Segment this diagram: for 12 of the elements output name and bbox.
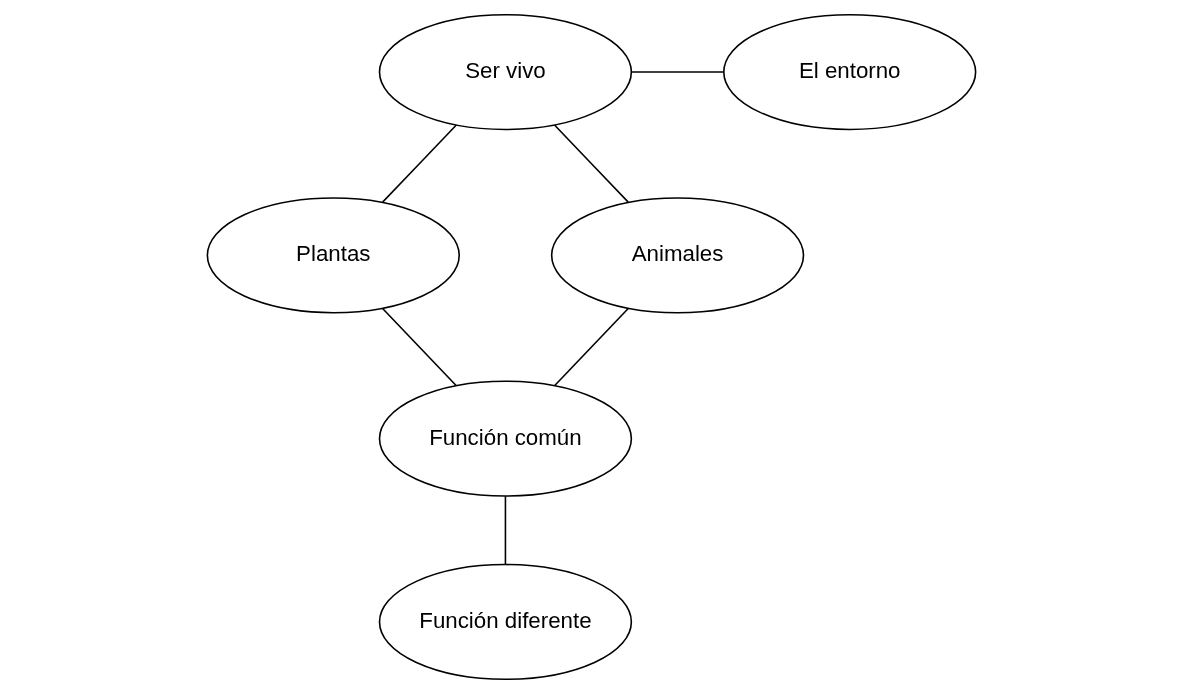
node-ellipse: Ser vivo [378, 13, 633, 131]
node-ellipse: Función diferente [378, 563, 633, 681]
connector [381, 307, 457, 387]
node-ellipse: Función común [378, 380, 633, 497]
connector [631, 71, 725, 73]
node-ellipse: El entorno [723, 13, 977, 131]
node-ellipse: Plantas [206, 197, 460, 314]
connector [504, 495, 507, 566]
node-ellipse: Animales [550, 197, 805, 314]
connector [553, 124, 630, 203]
connector [381, 124, 457, 203]
connector [553, 307, 630, 387]
